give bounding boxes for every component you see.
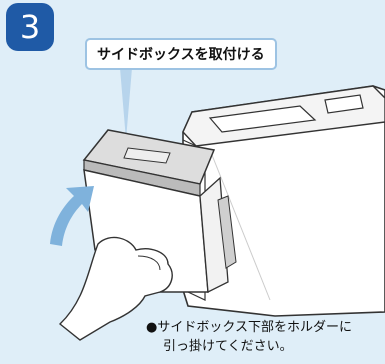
note-line1-text: サイドボックス下部をホルダーに <box>157 320 352 335</box>
note-line-2: 引っ掛けてください。 <box>146 337 352 356</box>
lift-arrow <box>50 186 94 246</box>
callout-label: サイドボックスを取付ける <box>85 38 277 70</box>
note-line2-text: 引っ掛けてください。 <box>163 339 293 354</box>
note-line-1: ●サイドボックス下部をホルダーに <box>146 318 352 337</box>
instruction-note: ●サイドボックス下部をホルダーに 引っ掛けてください。 <box>146 318 352 356</box>
note-bullet: ● <box>146 320 158 335</box>
hand <box>58 236 173 341</box>
step-number-badge: 3 <box>6 3 54 51</box>
step-number: 3 <box>19 8 41 46</box>
callout-text: サイドボックスを取付ける <box>97 47 265 63</box>
callout-pointer <box>120 68 132 140</box>
